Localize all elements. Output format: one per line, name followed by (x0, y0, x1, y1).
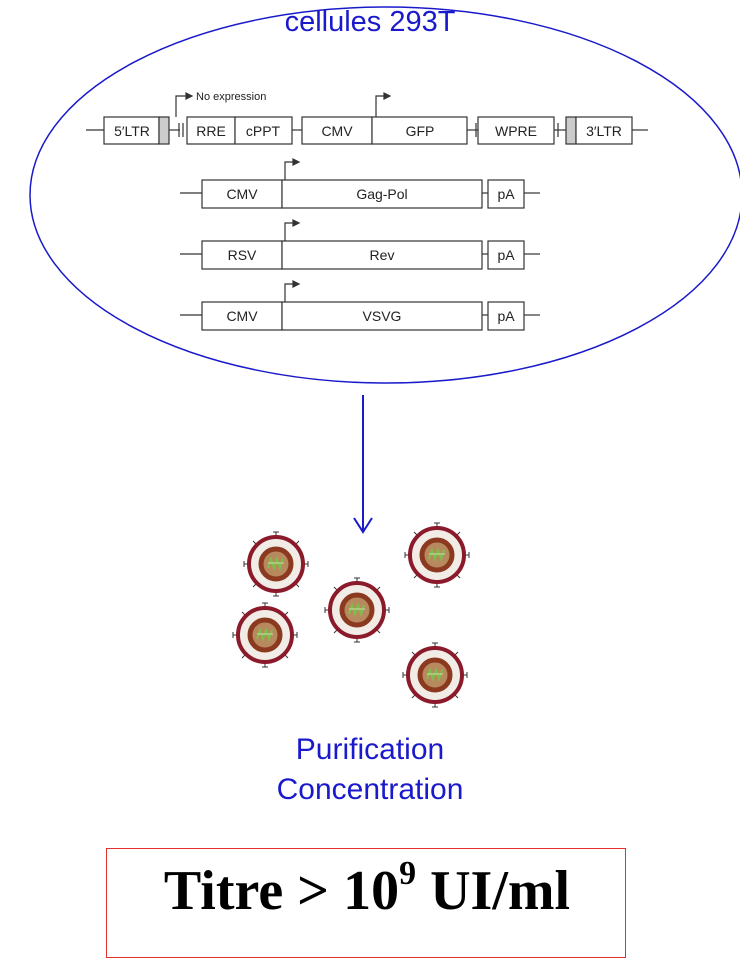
promoter-cmv-2: CMV (226, 308, 258, 324)
process-label: Purification Concentration (0, 730, 740, 810)
promoter-cmv-1: CMV (226, 186, 258, 202)
cell-ellipse (29, 6, 740, 384)
packaging-construct-rev (180, 219, 540, 270)
virus-particle-5 (403, 643, 467, 707)
packaging-construct-vsvg (180, 280, 540, 331)
titre-box: Titre > 109 UI/ml (106, 848, 626, 958)
virus-particle-3 (325, 578, 389, 642)
gene-vsvg: VSVG (363, 308, 402, 324)
element-wpre: WPRE (495, 123, 537, 139)
element-gfp: GFP (406, 123, 435, 139)
concentration-label: Concentration (276, 773, 464, 806)
polya-3: pA (497, 308, 515, 324)
transfer-vector (86, 92, 648, 145)
titre-prefix: Titre > 10 (163, 860, 400, 922)
virus-particle-1 (244, 532, 308, 596)
polya-2: pA (497, 247, 515, 263)
titre-exponent: 9 (399, 855, 417, 892)
transfer-labels: No expression 5′LTR RRE cPPT CMV GFP WPR… (114, 91, 622, 139)
gene-gagpol: Gag-Pol (356, 186, 407, 202)
element-3ltr: 3′LTR (586, 123, 622, 139)
virus-particle-2 (405, 523, 469, 587)
no-expression-label: No expression (196, 91, 266, 103)
virus-particle-4 (233, 603, 297, 667)
titre-text: Titre > 109 UI/ml (107, 855, 627, 923)
polya-1: pA (497, 186, 515, 202)
element-rre: RRE (196, 123, 226, 139)
titre-suffix: UI/ml (416, 860, 571, 922)
promoter-rsv: RSV (228, 247, 257, 263)
gene-rev: Rev (370, 247, 395, 263)
packaging-construct-gagpol (180, 158, 540, 209)
element-cppt: cPPT (246, 123, 281, 139)
purification-label: Purification (295, 733, 445, 766)
element-5ltr: 5′LTR (114, 123, 150, 139)
down-arrow (353, 395, 373, 534)
cell-label: cellules 293T (284, 6, 456, 38)
element-cmv: CMV (321, 123, 353, 139)
